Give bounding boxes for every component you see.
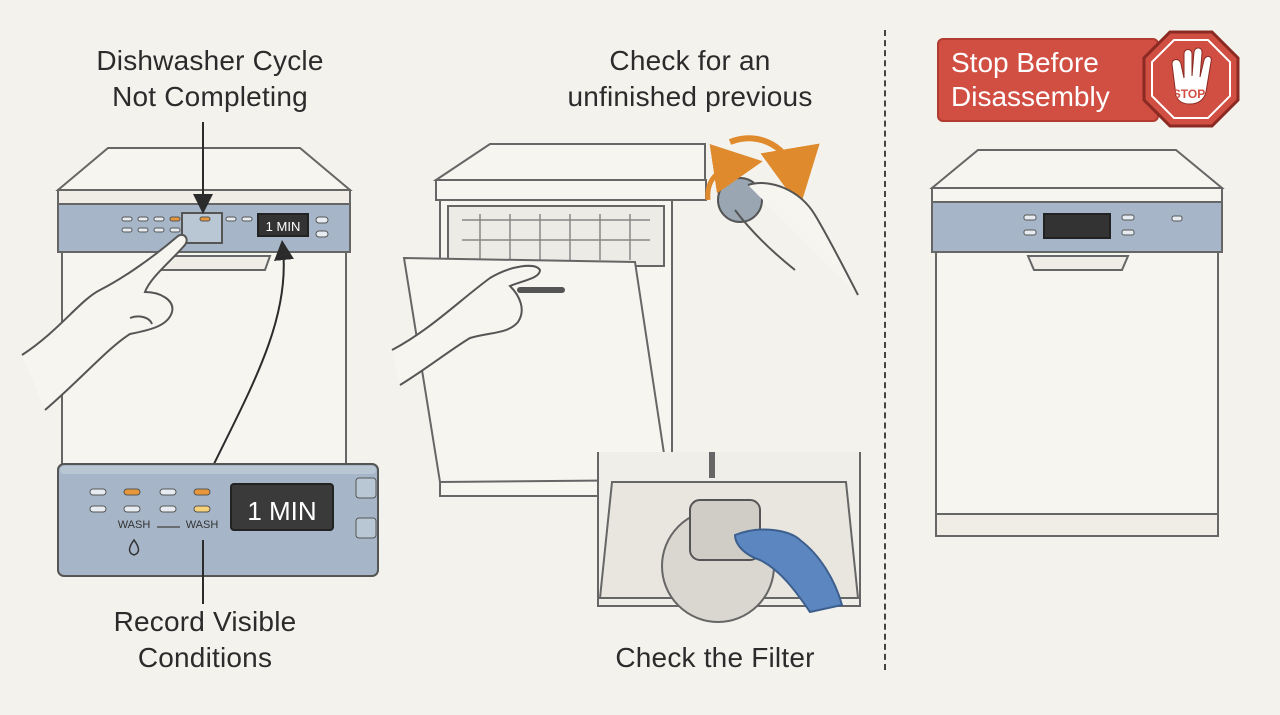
hand-opening-door-icon [391,264,542,386]
dishwasher-right [929,149,1225,537]
wash-label-2: WASH [186,519,219,531]
display-readout-small: 1 MIN [266,219,301,234]
step-title-check-unfinished: Check for an unfinished previous [567,45,813,112]
knob-turning [705,135,859,296]
section-divider [884,30,886,670]
rotate-arrow-icon [728,135,820,208]
zoom-arrow [211,240,294,469]
step-title-check-filter: Check the Filter [615,642,815,673]
panel-buttons-right [1023,214,1183,236]
stop-sign-text: STOP [1173,87,1205,101]
zoomed-control-panel [57,463,379,577]
hand-pressing-icon [21,234,188,411]
stop-banner: Stop Before Disassembly [937,38,1159,122]
gloved-hand-icon [733,528,844,614]
wash-label-1: WASH [118,519,151,531]
water-drop-icon [128,538,140,556]
stop-hand-icon [1142,30,1240,128]
display-readout-large: 1 MIN [247,496,316,526]
panel-buttons-small [121,216,329,238]
step-title-cycle-not-completing: Dishwasher Cycle Not Completing [96,45,324,112]
step-title-record-conditions: Record Visible Conditions [113,606,297,673]
